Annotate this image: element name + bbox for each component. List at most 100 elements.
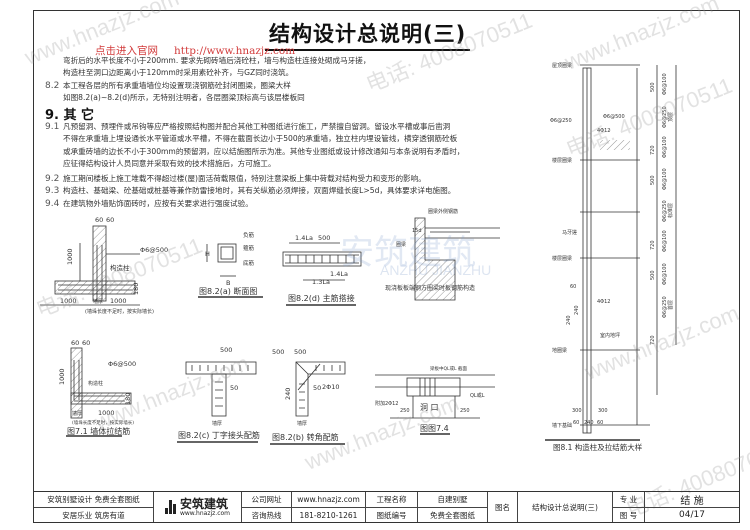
dim-label: 500 — [294, 348, 306, 356]
text-line: 本工程各层的所有承重墙墙位均设置现浇钢筋砼封闭圈梁，圈梁大样 — [63, 80, 291, 90]
text-line: 凡预留洞、预埋件或吊钩等应严格按照结构图并配合其他工种图纸进行施工，严禁擅自留洞… — [63, 122, 451, 131]
dim-label: 720 — [650, 335, 656, 345]
level-label: 楼层圈梁 — [552, 157, 572, 164]
dim-label: 240 — [566, 315, 572, 325]
building-logo-icon — [164, 500, 176, 514]
rebar-label: Φ6@250 — [662, 296, 668, 318]
annotation: 梁板中QL或L 截面 — [430, 365, 467, 372]
figure-caption: 图8.2(a) 断面图 — [199, 286, 257, 296]
annotation: 圈梁 — [396, 241, 406, 248]
level-label: 墙下基础 — [552, 422, 572, 429]
level-label: 楼层圈梁 — [552, 255, 572, 262]
annotation: QL或L — [470, 392, 485, 399]
project-label: 工程名称 — [366, 492, 418, 508]
text-line: 构造柱至洞口边距离小于120mm时采用素砼补齐，与GZ同时浇筑。 — [63, 68, 294, 78]
rebar-label: 4Φ12 — [597, 299, 610, 305]
logo-url: www.hnazjz.com — [179, 509, 231, 517]
dim-label: 60 — [71, 339, 79, 347]
annotation: (墙垛长度不足时，按实际墙长) — [85, 308, 154, 315]
slogan-1: 安筑别墅设计 免费全套图纸 — [34, 492, 154, 508]
discipline-value: 结 施 — [645, 492, 739, 508]
rebar-label: Φ6@100 — [662, 263, 668, 285]
link-url[interactable]: http://www.hnazjz.com — [174, 45, 296, 57]
tie-column-8-1-figure — [545, 64, 677, 441]
dim-label: 60 — [106, 216, 114, 224]
rebar-label: Φ6@100 — [662, 73, 668, 95]
level-label: 首层 — [667, 300, 674, 310]
dim-label: 1000 — [66, 248, 74, 265]
dim-label: 240 — [584, 420, 594, 426]
dim-label: 500 — [318, 234, 330, 242]
logo-name: 安筑建筑 — [179, 496, 228, 511]
text-line: 或承重砖墙的边长不小于300mm的预留洞，应以结施图所示为准。其他专业图纸或设计… — [63, 146, 465, 156]
slab-ring-beam-figure — [414, 217, 500, 301]
dim-label: 1.4La — [295, 234, 313, 242]
wall-tie-7-1-figure — [66, 347, 132, 437]
sheet-label: 图 号 — [613, 508, 645, 522]
dim-label: 墙厚 — [72, 410, 82, 417]
slogan-2: 安居乐业 筑房有道 — [34, 508, 154, 522]
drawing-no-value: 免费全套图纸 — [418, 508, 488, 522]
annotation: 室内地坪 — [600, 332, 620, 339]
annotation: 底筋 — [243, 259, 255, 267]
dim-label: 60 — [82, 339, 90, 347]
item-number: 8.2 — [45, 80, 60, 91]
item-number: 9.4 — [45, 198, 60, 209]
text-line: 不得在承重墙上埋设通长水平管道或水平槽，不得在截面长边小于500的承重墙，独立柱… — [63, 134, 458, 144]
dim-label: 500 — [650, 82, 656, 92]
dim-label: 500 — [650, 270, 656, 280]
section-8-2a-figure — [198, 243, 263, 298]
dim-label: 240 — [284, 388, 292, 400]
official-site-link[interactable]: 点击进入官网 http://www.hnazjz.com — [95, 43, 311, 58]
rebar-label: Φ6@500 — [140, 246, 168, 254]
corner-8-2b-figure — [270, 361, 346, 445]
dim-label: 240 — [574, 305, 580, 315]
site-value[interactable]: www.hnazjz.com — [292, 492, 366, 508]
rebar-label: 4Φ12 — [597, 128, 610, 134]
dim-label: 50 — [230, 384, 238, 392]
wall-tie-t-figure — [40, 225, 140, 306]
dim-label: H — [205, 250, 210, 258]
dim-label: 1000 — [58, 368, 66, 385]
text-line: 在建筑物外墙贴饰面砖时，应按有关要求进行强度试验。 — [63, 198, 253, 208]
text-line: 构造柱、基础梁、砼基础或桩基等兼作防雷接地时，其有关纵筋必须焊接，双面焊缝长度L… — [63, 186, 456, 196]
dim-label: 墙厚 — [297, 420, 307, 427]
annotation: 负筋 — [243, 231, 255, 239]
dim-label: 50 — [313, 384, 321, 392]
rebar-label: 2Φ10 — [322, 383, 340, 391]
rebar-label: Φ6@250 — [550, 118, 572, 124]
annotation: 构造柱 — [110, 263, 130, 272]
dim-label: 500 — [220, 346, 232, 354]
opening-7-4-figure — [375, 374, 495, 435]
link-label[interactable]: 点击进入官网 — [95, 45, 158, 57]
rebar-label: Φ6@500 — [108, 360, 136, 368]
dim-label: 1000 — [60, 297, 77, 305]
project-value: 自建别墅 — [418, 492, 488, 508]
figure-caption: 图8.1 构造柱及拉结筋大样 — [553, 442, 643, 452]
dim-label: 1.4La — [330, 270, 348, 278]
item-number: 9.1 — [45, 122, 60, 132]
dim-label: 500 — [272, 348, 284, 356]
level-label: 标准层 — [667, 203, 674, 218]
level-label: 顶层 — [668, 112, 674, 122]
figure-caption: 图7.1 墙体拉结筋 — [67, 426, 130, 436]
drawing-frame — [33, 10, 740, 491]
dim-label: 墙厚 — [93, 298, 103, 305]
t-joint-8-2c-figure — [177, 361, 258, 443]
annotation: 洞 口 — [420, 402, 439, 412]
dim-label: 250 — [400, 408, 410, 414]
section-8-2d-figure — [282, 242, 362, 306]
dim-label: 60 — [573, 420, 579, 426]
section-9-heading: 9. 其 它 — [45, 108, 95, 123]
dim-label: 1000 — [110, 297, 127, 305]
annotation: 圈梁外侧钢筋 — [428, 208, 458, 215]
rebar-label: Φ6@100 — [662, 230, 668, 252]
dim-label: 墙厚 — [212, 420, 222, 427]
dim-label: 720 — [650, 145, 656, 155]
annotation: (墙垛长度不足时，按实际墙长) — [72, 419, 134, 426]
rebar-label: Φ6@250 — [662, 106, 668, 128]
dim-label: 720 — [650, 240, 656, 250]
item-number: 9.3 — [45, 186, 60, 197]
dim-label: 60 — [597, 420, 603, 426]
